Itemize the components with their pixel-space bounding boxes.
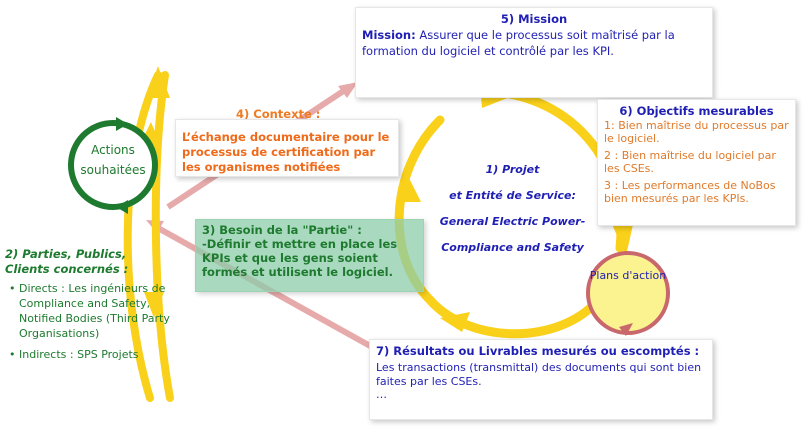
objectif-item: 2 : Bien maîtrise du logiciel par les CS…	[604, 149, 776, 175]
green-arrow-top	[116, 117, 128, 131]
mission-content: Mission: Assurer que le processus soit m…	[362, 27, 706, 59]
projet-line: 1) Projet	[485, 163, 540, 176]
plans-circle	[586, 251, 670, 335]
projet-line: et Entité de Service:	[449, 189, 576, 202]
resultats-box: 7) Résultats ou Livrables mesurés ou esc…	[369, 339, 713, 420]
contexte-text: L’échange documentaire pour le processus…	[182, 130, 390, 174]
actions-souhaitees-label: Actions souhaitées	[80, 143, 146, 177]
besoin-title: 3) Besoin de la "Partie" :	[202, 223, 362, 237]
mission-box: 5) Mission Mission: Assurer que le proce…	[355, 7, 713, 98]
resultats-text: Les transactions (transmittal) des docum…	[376, 361, 702, 388]
yellow-arrow-right	[611, 220, 634, 256]
resultats-more: …	[376, 388, 387, 401]
plans-label: Plans d'action	[589, 269, 667, 282]
objectifs-box: 6) Objectifs mesurables 1: Bien maîtrise…	[597, 99, 796, 226]
objectif-item: 1: Bien maîtrise du processus par le log…	[604, 119, 789, 145]
contexte-box: L’échange documentaire pour le processus…	[175, 119, 399, 177]
parties-direct: Directs : Les ingénieurs de Compliance a…	[9, 281, 170, 341]
objectifs-title: 6) Objectifs mesurables	[619, 104, 774, 118]
mission-label: Mission:	[362, 28, 416, 42]
plans-arrow	[619, 323, 633, 336]
projet-center: 1) Projet et Entité de Service: General …	[425, 163, 600, 267]
actions-circle	[68, 120, 158, 210]
projet-line: Compliance and Safety	[441, 241, 584, 254]
mission-title: 5) Mission	[500, 12, 568, 26]
yellow-arrow-left-top	[147, 66, 170, 98]
yellow-arrow-left	[397, 176, 421, 202]
besoin-box: 3) Besoin de la "Partie" : -Définir et m…	[195, 219, 424, 292]
green-arrow-bottom	[116, 200, 128, 214]
yellow-arrow-bottom	[440, 312, 470, 332]
parties-list: Directs : Les ingénieurs de Compliance a…	[5, 281, 170, 362]
parties-section: 2) Parties, Publics, Clients concernés :…	[5, 247, 170, 368]
parties-title: 2) Parties, Publics, Clients concernés :	[5, 247, 129, 276]
projet-line: General Electric Power-	[439, 215, 586, 228]
objectif-item: 3 : Les performances de NoBos bien mesur…	[604, 179, 776, 205]
parties-indirect: Indirects : SPS Projets	[9, 347, 170, 362]
mission-text: Assurer que le processus soit maîtrisé p…	[362, 28, 675, 58]
resultats-title: 7) Résultats ou Livrables mesurés ou esc…	[376, 344, 700, 358]
pink-arrowhead-mission	[338, 82, 358, 98]
contexte-title: 4) Contexte :	[236, 107, 321, 121]
besoin-text: -Définir et mettre en place les KPIs et …	[202, 237, 398, 279]
